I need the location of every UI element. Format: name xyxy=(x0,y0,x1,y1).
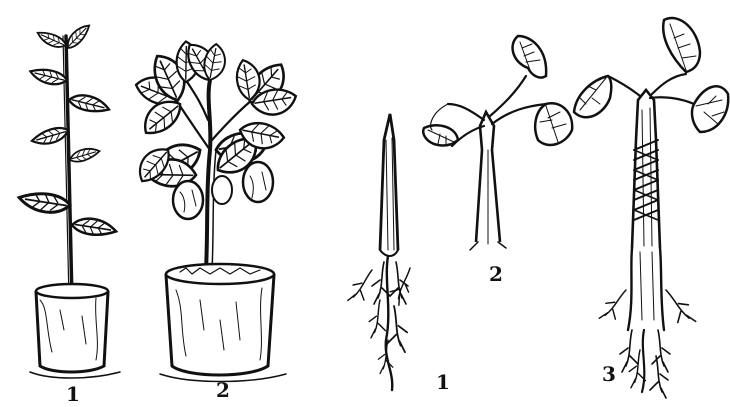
fruiting-plant-2 xyxy=(132,40,297,381)
left-figure-label-2: 2 xyxy=(216,380,230,400)
left-figure-label-1: 1 xyxy=(66,384,80,404)
scion-2 xyxy=(423,36,572,250)
grafted-plant-3 xyxy=(574,18,728,398)
right-figure-label-3: 3 xyxy=(602,364,616,384)
seedling-plant-1 xyxy=(17,22,120,378)
right-figure-label-2: 2 xyxy=(489,264,503,284)
right-figure-label-1: 1 xyxy=(436,372,450,392)
rootstock-cutting-1 xyxy=(346,114,419,390)
